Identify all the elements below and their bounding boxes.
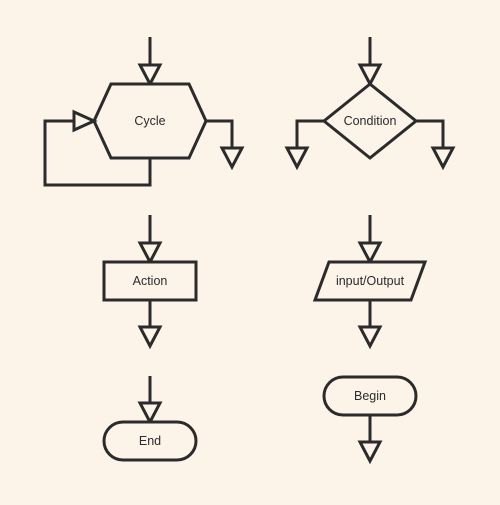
io-out-arrowhead bbox=[357, 325, 383, 350]
condition-right-line bbox=[416, 119, 445, 148]
condition-left-line bbox=[295, 119, 324, 148]
end-label: End bbox=[139, 434, 161, 448]
io-in-arrowhead bbox=[357, 241, 383, 266]
cycle-in-arrowhead bbox=[137, 63, 163, 88]
io-label: input/Output bbox=[336, 274, 405, 288]
condition-diamond bbox=[321, 82, 419, 160]
cycle-loop-line bbox=[43, 119, 152, 187]
condition-in-arrowhead bbox=[357, 63, 383, 88]
cycle-out-line bbox=[206, 119, 234, 148]
end-symbol bbox=[102, 376, 198, 462]
cycle-loop-arrowhead bbox=[72, 109, 98, 133]
begin-label: Begin bbox=[354, 389, 386, 403]
cycle-symbol bbox=[43, 37, 245, 187]
end-in-arrowhead bbox=[137, 401, 163, 426]
cycle-label: Cycle bbox=[134, 114, 165, 128]
action-in-arrowhead bbox=[137, 241, 163, 266]
cycle-out-arrowhead bbox=[219, 146, 245, 171]
end-terminator bbox=[102, 420, 198, 462]
condition-symbol bbox=[284, 37, 456, 171]
condition-left-arrowhead bbox=[284, 146, 310, 171]
begin-symbol bbox=[322, 375, 418, 465]
io-symbol bbox=[312, 215, 428, 350]
action-symbol bbox=[102, 215, 198, 350]
action-rectangle bbox=[102, 260, 198, 302]
io-parallelogram bbox=[312, 260, 428, 302]
condition-right-arrowhead bbox=[430, 146, 456, 171]
condition-label: Condition bbox=[344, 114, 397, 128]
action-out-arrowhead bbox=[137, 325, 163, 350]
begin-out-arrowhead bbox=[357, 440, 383, 465]
action-label: Action bbox=[133, 274, 168, 288]
